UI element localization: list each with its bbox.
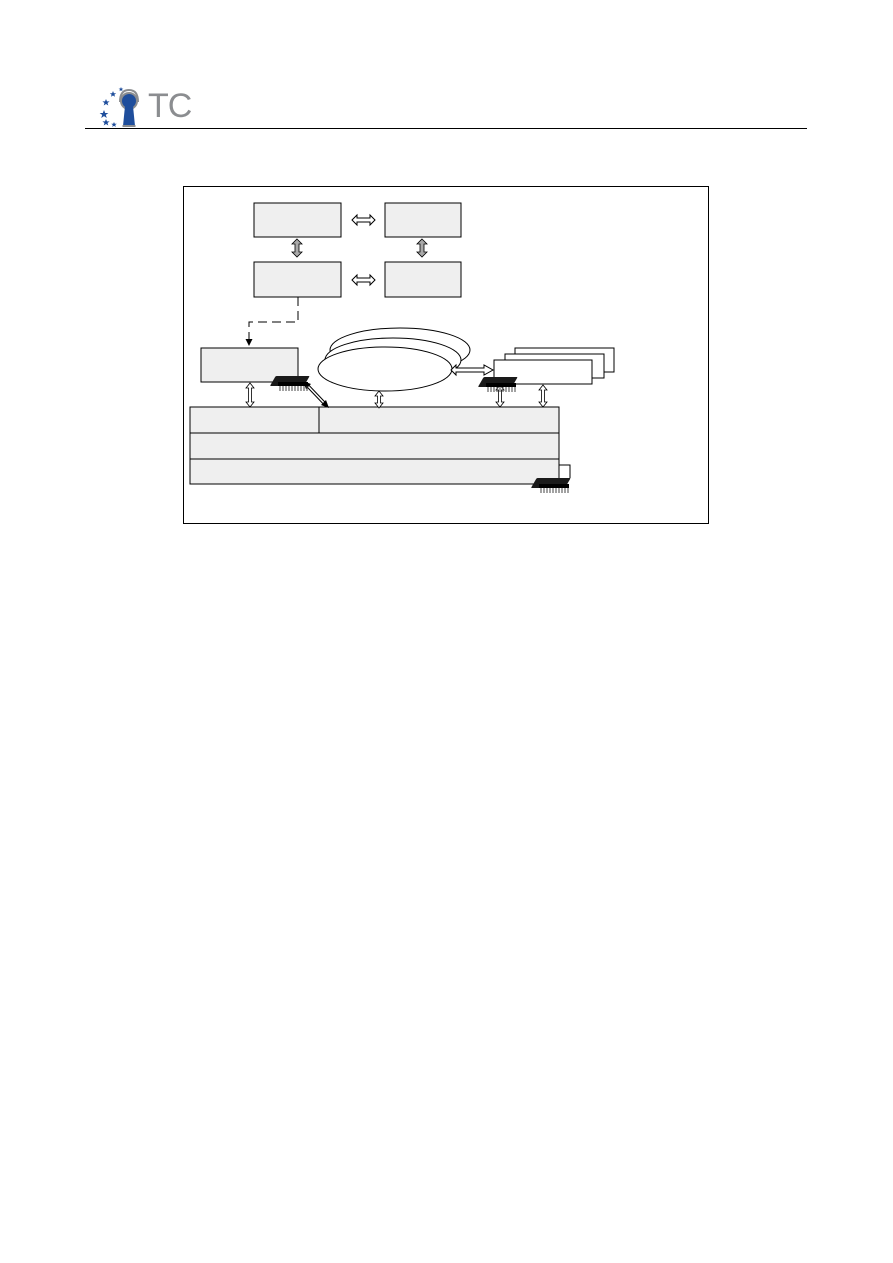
double-arrow-icon (351, 213, 376, 227)
stack-box-front (493, 359, 593, 385)
layer-middle (189, 432, 560, 460)
vertical-arrow-icon (374, 390, 384, 409)
page-header: TC (0, 0, 893, 135)
logo-icon (99, 87, 139, 127)
box-mid-left (253, 261, 342, 298)
layer-bottom (189, 458, 560, 485)
vertical-arrow-icon (495, 384, 505, 408)
box-mid-right (384, 261, 462, 298)
header-rule (85, 128, 807, 129)
vertical-arrow-icon (291, 238, 303, 258)
double-arrow-icon (351, 273, 376, 287)
figure-frame (183, 186, 709, 524)
box-top-left (253, 202, 342, 238)
chip-icon (530, 477, 572, 494)
chip-connector (559, 464, 571, 478)
box-top-right (384, 202, 462, 238)
double-arrow-icon (450, 363, 495, 377)
layer-top-left (189, 406, 320, 434)
dashed-arrow-icon (245, 297, 299, 346)
stars-icon (99, 87, 124, 127)
logo-text: TC (148, 87, 192, 125)
vertical-arrow-icon (416, 238, 428, 258)
ellipse-front (317, 346, 453, 392)
vertical-arrow-icon (538, 384, 548, 408)
chip-icon (269, 375, 311, 392)
vertical-arrow-icon (245, 382, 255, 408)
keyhole-icon (119, 89, 139, 127)
layer-top-right (318, 406, 560, 434)
